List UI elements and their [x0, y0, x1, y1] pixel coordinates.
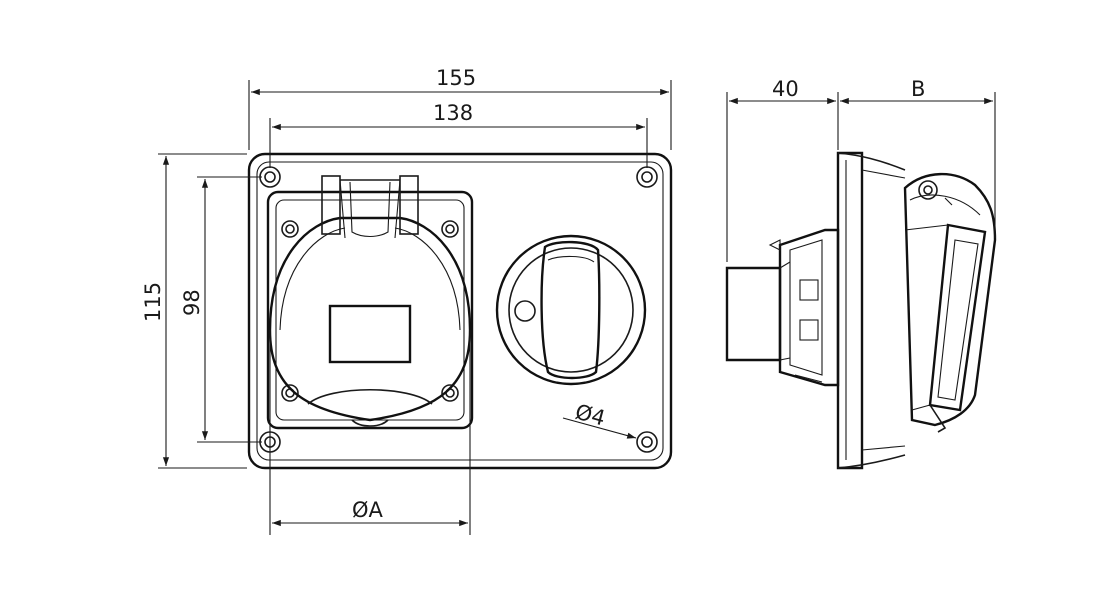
side-rear-body: [725, 228, 840, 387]
side-back-plate: [836, 151, 864, 470]
socket-base: [266, 190, 474, 430]
dimension-side-depth-front: 40: [726, 77, 839, 262]
dim-label-138: 138: [433, 101, 473, 125]
dimension-hole-spacing-height: 98: [180, 176, 262, 443]
socket-screw-top-left: [281, 220, 299, 238]
dimension-hole-spacing-width: 138: [269, 101, 648, 168]
dim-label-40: 40: [772, 77, 799, 101]
side-socket-body: [903, 172, 997, 433]
socket-lid: [268, 175, 472, 427]
mounting-hole-bottom-right: [636, 431, 658, 453]
lid-hinge-left: [321, 175, 341, 235]
side-view: [725, 151, 997, 470]
dim-label-98: 98: [180, 289, 204, 316]
front-plate-outer: [247, 152, 673, 470]
dimension-side-depth-back: B: [840, 77, 996, 238]
rotary-switch: [495, 234, 647, 386]
dim-label-115: 115: [141, 282, 165, 322]
front-view: [247, 152, 673, 470]
dim-label-b: B: [911, 77, 925, 101]
side-hinge-screw: [918, 180, 938, 200]
mounting-hole-top-right: [636, 166, 658, 188]
dimension-overall-width: 155: [248, 66, 672, 150]
switch-indicator-dot: [514, 300, 536, 322]
mounting-hole-top-left: [259, 166, 281, 188]
dimension-hole-diameter: Ø4: [562, 400, 637, 439]
dim-label-hole-diameter: Ø4: [573, 400, 608, 431]
dim-label-socket-diameter: ØA: [352, 498, 384, 522]
dim-label-155: 155: [436, 66, 476, 90]
front-plate-inner: [256, 161, 664, 461]
socket-screw-top-right: [441, 220, 459, 238]
dimension-socket-diameter: ØA: [269, 330, 471, 535]
lid-label-window: [328, 304, 412, 364]
dimension-overall-height: 115: [141, 153, 247, 469]
lid-hinge-right: [399, 175, 419, 235]
